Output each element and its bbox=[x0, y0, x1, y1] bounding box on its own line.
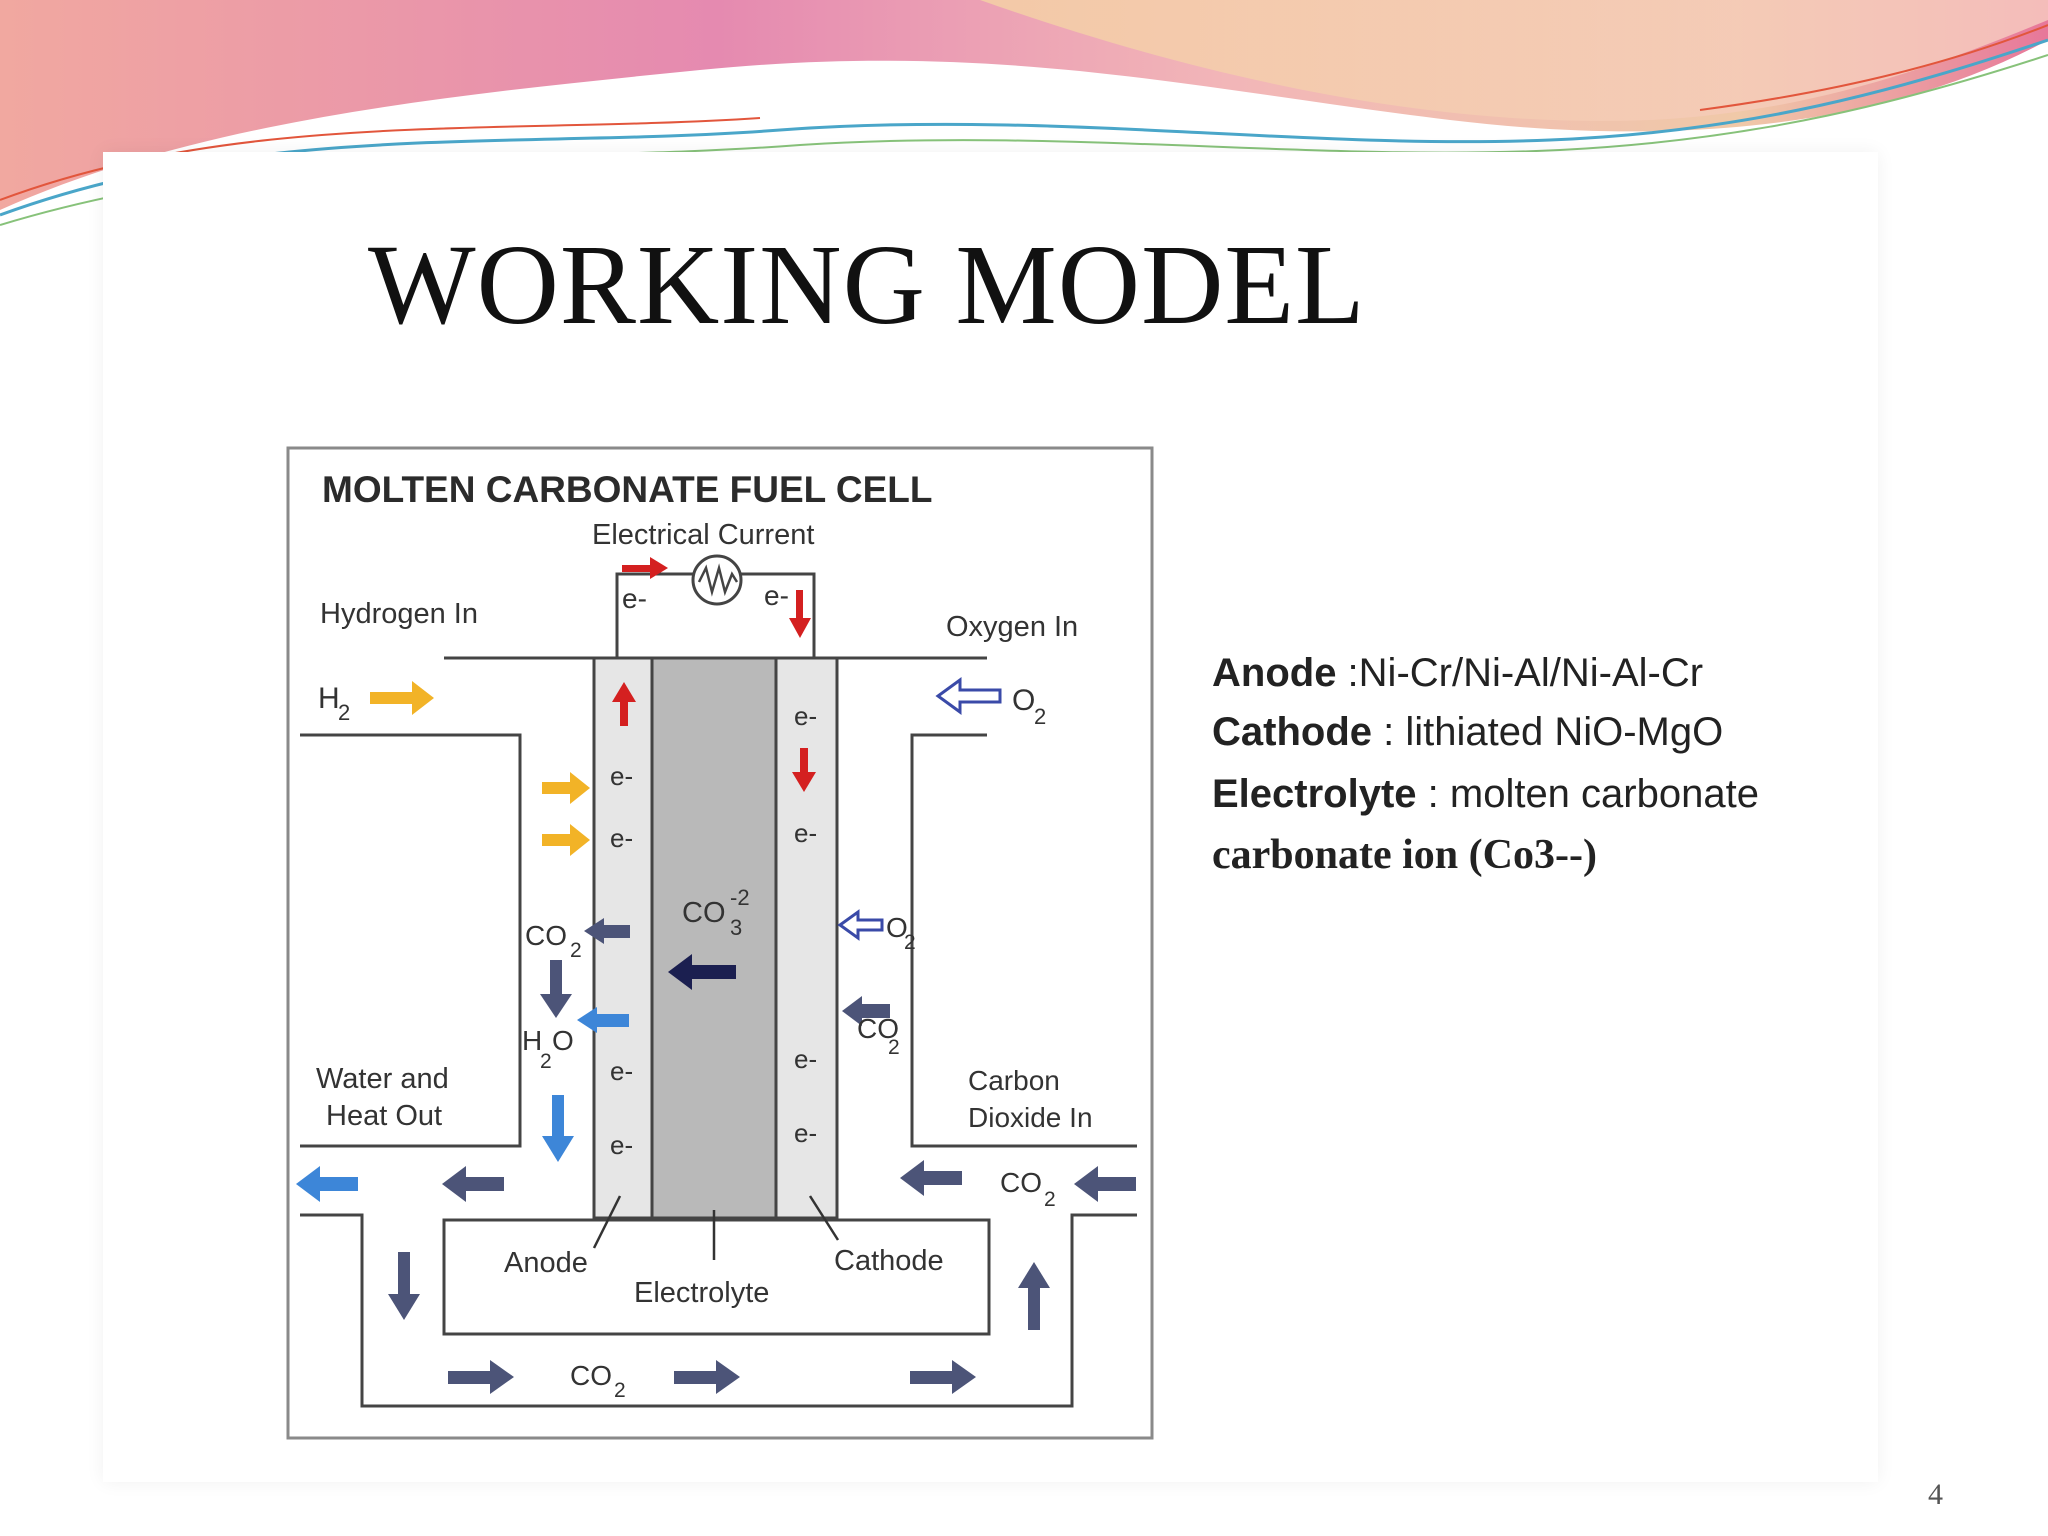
carbon-dioxide-in-label-1: Carbon bbox=[968, 1065, 1060, 1096]
cathode-leader-line bbox=[808, 1195, 840, 1241]
loop-right-arrow-2 bbox=[674, 1360, 740, 1394]
o2-inlet-arrow bbox=[935, 677, 1002, 715]
slide-title: WORKING MODEL bbox=[368, 221, 1366, 348]
svg-text:CO: CO bbox=[682, 897, 726, 929]
anode-electron-up-arrow bbox=[612, 682, 636, 726]
carbonate-ion-line: carbonate ion (Co3--) bbox=[1212, 832, 1597, 878]
cathode-electron-2: e- bbox=[794, 818, 817, 848]
cathode-material-line: Cathode : lithiated NiO-MgO bbox=[1212, 712, 1723, 752]
co2-label-anode: CO 2 bbox=[525, 920, 582, 962]
svg-text:H: H bbox=[318, 682, 340, 715]
cathode-electron-down-arrow bbox=[792, 748, 816, 792]
h2-label: H 2 bbox=[318, 682, 350, 725]
loop-up-arrow bbox=[1018, 1262, 1050, 1330]
cathode-material: : lithiated NiO-MgO bbox=[1372, 710, 1724, 754]
anode-material: :Ni-Cr/Ni-Al/Ni-Al-Cr bbox=[1336, 651, 1704, 695]
electrolyte-material-line: Electrolyte : molten carbonate bbox=[1212, 774, 1759, 814]
o2-label-top: O 2 bbox=[1012, 684, 1046, 729]
svg-text:2: 2 bbox=[1034, 704, 1046, 729]
svg-text:H: H bbox=[522, 1025, 542, 1056]
cathode-term: Cathode bbox=[1212, 710, 1372, 754]
co2-label-inlet: CO 2 bbox=[1000, 1167, 1056, 1211]
electrolyte-term: Electrolyte bbox=[1212, 772, 1417, 816]
water-heat-out-label-2: Heat Out bbox=[326, 1100, 442, 1132]
svg-text:CO: CO bbox=[857, 1013, 899, 1044]
anode-material-line: Anode :Ni-Cr/Ni-Al/Ni-Al-Cr bbox=[1212, 653, 1703, 693]
co2-label-cathode: CO 2 bbox=[857, 1013, 900, 1059]
svg-text:2: 2 bbox=[888, 1036, 900, 1059]
svg-text:CO: CO bbox=[570, 1360, 612, 1391]
hydrogen-feed-arrow-2 bbox=[542, 824, 590, 856]
svg-text:3: 3 bbox=[730, 915, 742, 940]
h2o-label: H 2 O bbox=[522, 1025, 574, 1073]
co2-label-loop: CO 2 bbox=[570, 1360, 626, 1402]
svg-text:O: O bbox=[552, 1025, 574, 1056]
svg-text:CO: CO bbox=[1000, 1167, 1042, 1198]
loop-right-arrow-3 bbox=[910, 1360, 976, 1394]
cathode-label: Cathode bbox=[834, 1245, 944, 1277]
anode-term: Anode bbox=[1212, 651, 1337, 695]
water-exhaust-arrow bbox=[296, 1166, 358, 1202]
h2o-out-arrow bbox=[577, 1007, 629, 1033]
co2-inlet-arrow-far-right bbox=[1074, 1166, 1136, 1202]
hydrogen-in-label: Hydrogen In bbox=[320, 598, 478, 630]
svg-text:O: O bbox=[1012, 684, 1035, 717]
carbon-dioxide-in-label-2: Dioxide In bbox=[968, 1102, 1093, 1133]
anode-channel-left-wall bbox=[300, 733, 522, 1148]
resistor-zigzag bbox=[697, 563, 739, 597]
electrolyte-material: : molten carbonate bbox=[1416, 772, 1759, 816]
co2-down-arrow-anode bbox=[540, 960, 572, 1018]
anode-label: Anode bbox=[504, 1247, 588, 1279]
page-number: 4 bbox=[1928, 1478, 1943, 1511]
svg-text:O: O bbox=[886, 912, 908, 943]
co2-inlet-arrow-right bbox=[900, 1160, 962, 1196]
cathode-channel-right-wall bbox=[910, 733, 1137, 1148]
cell-base-box bbox=[442, 1218, 991, 1336]
diagram-title: MOLTEN CARBONATE FUEL CELL bbox=[322, 469, 932, 510]
svg-text:2: 2 bbox=[1044, 1188, 1056, 1211]
cathode-electron-4: e- bbox=[794, 1118, 817, 1148]
svg-text:CO: CO bbox=[525, 920, 567, 951]
o2-label-cathode: O 2 bbox=[886, 912, 916, 954]
mcfc-diagram: MOLTEN CARBONATE FUEL CELL Electrical Cu… bbox=[286, 446, 1154, 1440]
co2-recycle-loop bbox=[300, 1213, 1137, 1408]
o2-in-arrow-cathode bbox=[837, 909, 884, 941]
co2-in-arrow-cathode bbox=[842, 996, 890, 1026]
circuit-electron-left: e- bbox=[622, 583, 647, 614]
circuit-electron-right: e- bbox=[764, 580, 789, 611]
electrolyte-label: Electrolyte bbox=[634, 1277, 769, 1309]
carbonate-transport-arrow bbox=[668, 954, 736, 990]
water-heat-out-label-1: Water and bbox=[316, 1063, 449, 1095]
cathode-circuit-arrow bbox=[789, 590, 811, 638]
circuit-current-arrow bbox=[622, 557, 668, 579]
loop-down-arrow bbox=[388, 1252, 420, 1320]
svg-text:2: 2 bbox=[904, 931, 916, 954]
water-down-arrow bbox=[542, 1095, 574, 1162]
anode-electron-1: e- bbox=[610, 761, 633, 791]
anode-electron-4: e- bbox=[610, 1130, 633, 1160]
carbonate-ion-label: CO 3 -2 bbox=[682, 885, 750, 940]
svg-text:2: 2 bbox=[338, 700, 350, 725]
hydrogen-feed-arrow-1 bbox=[542, 772, 590, 804]
anode-leader-line bbox=[592, 1195, 622, 1249]
h2-inlet-arrow bbox=[370, 681, 434, 715]
cathode-electron-1: e- bbox=[794, 701, 817, 731]
electrolyte-layer bbox=[650, 656, 778, 1220]
anode-electron-3: e- bbox=[610, 1056, 633, 1086]
anode-electron-2: e- bbox=[610, 823, 633, 853]
oxygen-in-label: Oxygen In bbox=[946, 611, 1078, 643]
svg-text:2: 2 bbox=[540, 1050, 552, 1073]
svg-text:2: 2 bbox=[570, 939, 582, 962]
svg-text:-2: -2 bbox=[730, 885, 750, 910]
loop-right-arrow-1 bbox=[448, 1360, 514, 1394]
header-wave-banner bbox=[0, 0, 2048, 226]
co2-out-arrow-anode bbox=[584, 918, 630, 944]
electrical-current-label: Electrical Current bbox=[592, 519, 814, 551]
cathode-electron-3: e- bbox=[794, 1044, 817, 1074]
exhaust-arrow-left bbox=[442, 1166, 504, 1202]
svg-text:2: 2 bbox=[614, 1379, 626, 1402]
